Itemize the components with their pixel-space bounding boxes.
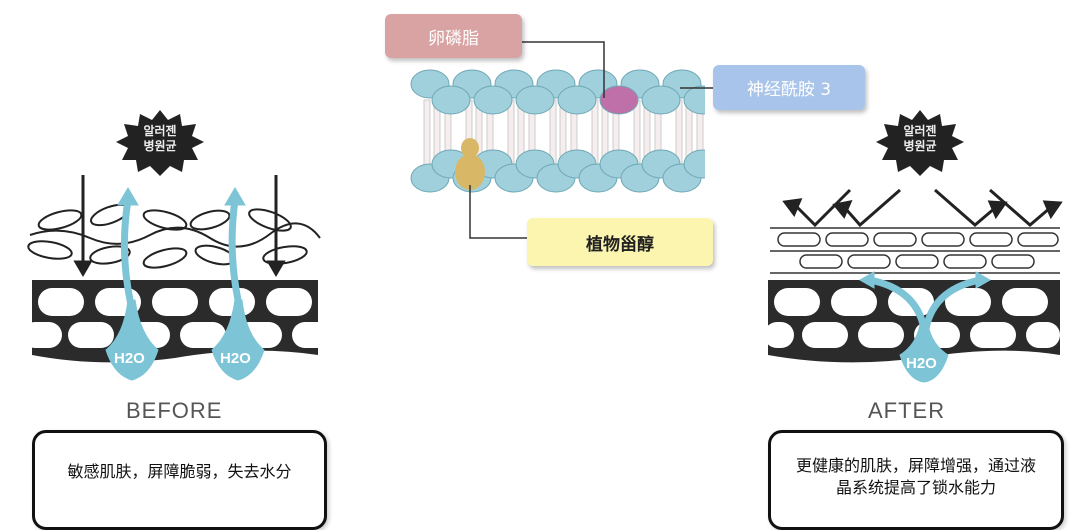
pathogen-line: 병원균 bbox=[903, 139, 937, 153]
lecithin-label: 卵磷脂 bbox=[385, 14, 522, 58]
lipid-head bbox=[473, 85, 513, 115]
after-description: 更健康的肌肤，屏障增强，通过液晶系统提高了锁水能力 bbox=[768, 430, 1064, 530]
water-label: H2O bbox=[114, 350, 145, 367]
pathogen-line: 알러젠 bbox=[143, 124, 177, 138]
phytosterol-molecule bbox=[455, 138, 485, 190]
pathogen-burst-icon bbox=[876, 110, 964, 176]
pathogen-burst-icon bbox=[116, 110, 204, 176]
after-caption: AFTER bbox=[868, 398, 946, 423]
lipid-head bbox=[683, 85, 705, 115]
lipid-bilayer-diagram bbox=[410, 69, 705, 193]
ceramide-label: 神经酰胺 3 bbox=[713, 65, 865, 110]
lecithin-head bbox=[599, 85, 639, 115]
connector-lines bbox=[469, 41, 713, 239]
lipid-head bbox=[431, 85, 471, 115]
before-skin-diagram: H2O H2O bbox=[22, 110, 332, 381]
lipid-head bbox=[683, 149, 705, 179]
before-caption: BEFORE bbox=[126, 398, 223, 423]
lipid-head bbox=[641, 85, 681, 115]
lipid-head bbox=[557, 85, 597, 115]
water-label: H2O bbox=[906, 355, 937, 372]
water-label: H2O bbox=[220, 350, 251, 367]
phytosterol-label: 植物甾醇 bbox=[527, 218, 713, 266]
pathogen-line: 알러젠 bbox=[903, 124, 937, 138]
before-description: 敏感肌肤，屏障脆弱，失去水分 bbox=[32, 430, 327, 530]
after-skin-diagram: H2O bbox=[764, 110, 1063, 383]
lipid-head bbox=[515, 85, 555, 115]
pathogen-line: 병원균 bbox=[143, 139, 177, 153]
